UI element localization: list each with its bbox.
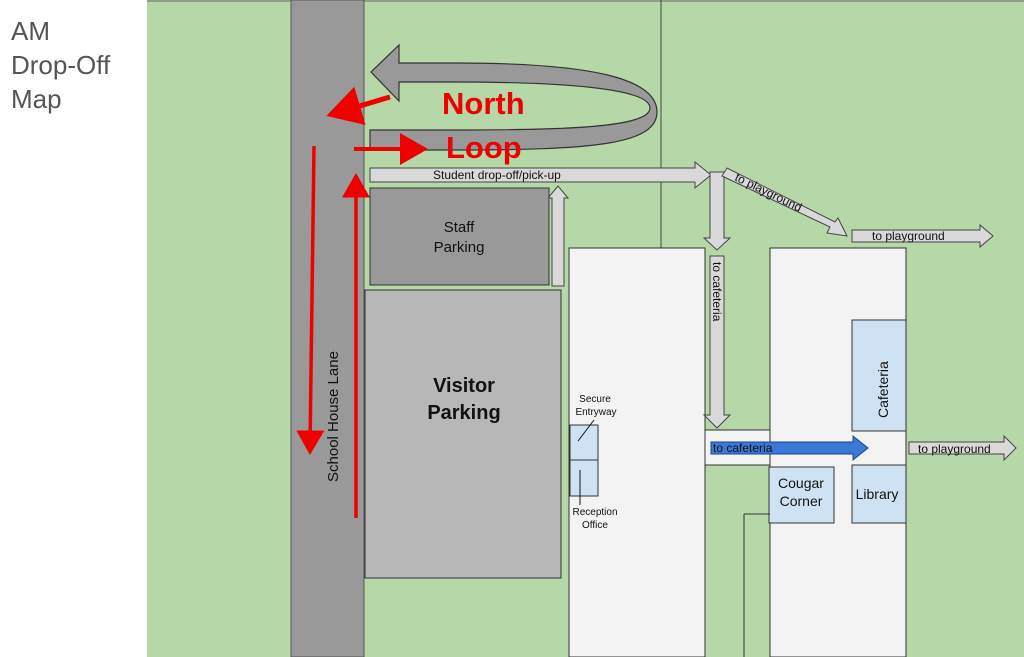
to-cafeteria-vertical-label: to cafeteria bbox=[710, 262, 724, 322]
library-label: Library bbox=[856, 486, 899, 502]
visitor-parking-label: Parking bbox=[427, 402, 500, 424]
to-cafeteria-horizontal-label: to cafeteria bbox=[713, 441, 773, 455]
visitor-parking bbox=[364, 289, 562, 579]
red-arrow-down bbox=[296, 145, 325, 455]
student-dropoff-label: Student drop-off/pick-up bbox=[433, 168, 561, 182]
cafeteria-room bbox=[851, 319, 907, 432]
secure-label: Secure bbox=[579, 394, 611, 405]
staff-label: Staff bbox=[444, 219, 475, 236]
reception-label: Reception bbox=[572, 507, 617, 518]
cougar-label: Cougar bbox=[778, 475, 824, 491]
red-arrow-left bbox=[326, 86, 391, 126]
staff-parking-label: Parking bbox=[434, 239, 485, 256]
to-cafeteria-blue-arrow bbox=[710, 434, 869, 462]
visitor-label: Visitor bbox=[433, 375, 495, 397]
corner-label: Corner bbox=[780, 493, 823, 509]
secure-pointer bbox=[577, 419, 595, 442]
school-house-lane-road bbox=[290, 0, 365, 657]
loop-label: Loop bbox=[446, 130, 522, 165]
library-room bbox=[851, 464, 907, 524]
to-cafeteria-arrow-vertical bbox=[702, 171, 732, 429]
title-line-1: AM bbox=[11, 16, 50, 46]
staff-side-arrow bbox=[546, 185, 570, 287]
cafeteria-label: Cafeteria bbox=[875, 361, 891, 418]
to-playground-arrow-bottom bbox=[908, 434, 1017, 462]
entryway-label: Entryway bbox=[575, 407, 616, 418]
reception-office bbox=[569, 459, 599, 497]
title-line-2: Drop-Off bbox=[11, 50, 111, 80]
north-loop-arrow bbox=[369, 43, 658, 151]
to-playground-arrow-top bbox=[851, 223, 994, 249]
north-label: North bbox=[442, 86, 525, 121]
staff-parking bbox=[369, 187, 550, 286]
student-dropoff-arrow bbox=[369, 160, 712, 190]
to-playground-diagonal-arrow bbox=[721, 167, 848, 237]
to-playground-bottom-label: to playground bbox=[918, 442, 991, 456]
title-line-3: Map bbox=[11, 84, 62, 114]
office-label: Office bbox=[582, 520, 608, 531]
cougar-corner-room bbox=[768, 466, 835, 524]
secure-entryway bbox=[569, 424, 599, 461]
to-playground-top-label: to playground bbox=[872, 229, 945, 243]
page-title: AM Drop-Off Map bbox=[11, 14, 141, 116]
school-house-lane-label: School House Lane bbox=[325, 351, 342, 482]
